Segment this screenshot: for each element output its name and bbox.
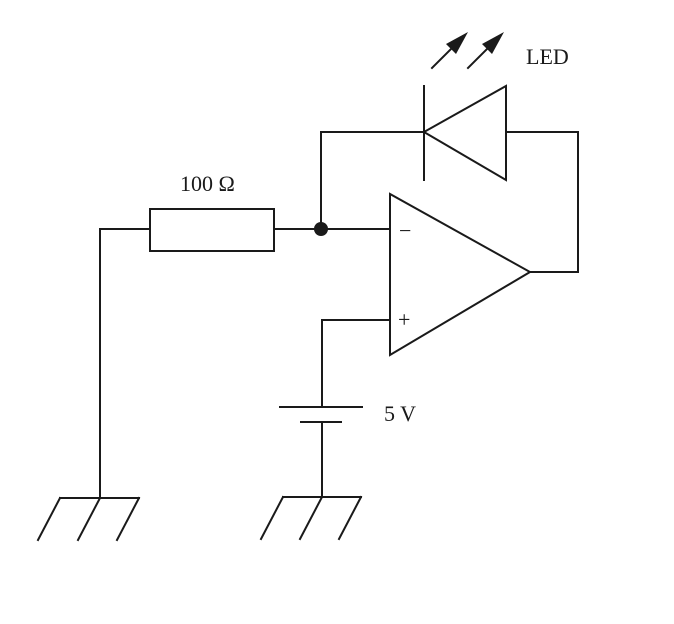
battery-label: 5 V	[384, 401, 416, 426]
led	[421, 84, 507, 182]
resistor-label: 100 Ω	[180, 171, 235, 196]
op-amp	[389, 192, 533, 357]
resistor	[149, 208, 275, 252]
left-ground-wire	[99, 228, 151, 499]
noninverting-input-wire	[321, 319, 391, 408]
opamp-inverting-sign: −	[399, 218, 411, 243]
battery	[279, 406, 363, 498]
led-light-arrows	[430, 32, 504, 70]
feedback-wire	[320, 131, 579, 273]
left-ground-symbol	[36, 496, 141, 542]
right-ground-symbol	[259, 495, 363, 541]
opamp-noninverting-sign: +	[398, 307, 410, 332]
led-label: LED	[526, 44, 569, 69]
